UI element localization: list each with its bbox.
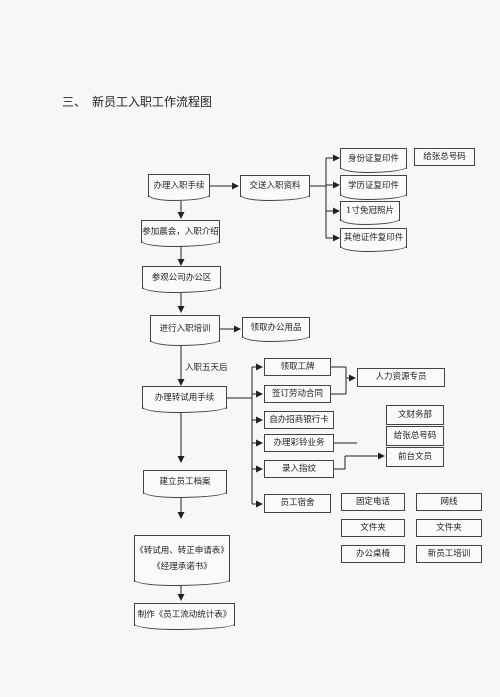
step-employee-file: 建立员工档案 — [143, 470, 227, 498]
step-morning-meeting: 参加晨会，入职介绍 — [141, 220, 220, 247]
step-label: 参加晨会，入职介绍 — [142, 226, 219, 237]
box-label: 给张总号码 — [393, 430, 437, 441]
doc-other-copies: 其他证件复印件 — [340, 228, 407, 252]
box-label: 新员工培训 — [427, 548, 471, 559]
box-label: 固定电话 — [355, 496, 390, 507]
hr-specialist-box: 人力资源专员 — [357, 368, 445, 387]
form-name: 《转试用、转正申请表》 — [135, 546, 229, 556]
dorm-item-folder-2: 文件夹 — [416, 519, 482, 537]
box-label: 办公桌椅 — [355, 548, 390, 559]
step-label: 进行入职培训 — [159, 323, 211, 334]
dorm-item-phone: 固定电话 — [341, 493, 405, 511]
dorm-item-network: 网线 — [416, 493, 482, 511]
step-label: 领取办公用品 — [250, 322, 302, 333]
form-name: 《经理承诺书》 — [152, 561, 212, 572]
step-turnover-statistics: 制作《员工流动统计表》 — [134, 603, 235, 630]
five-days-label: 入职五天后 — [185, 363, 228, 373]
section-number: 三、 — [62, 95, 87, 109]
box-label: 前台文员 — [397, 451, 432, 462]
doc-label: 学历证复印件 — [347, 180, 399, 191]
give-to-manager-box: 给张总号码 — [414, 148, 475, 166]
task-label: 自办招商银行卡 — [269, 414, 329, 425]
box-label: 网线 — [440, 496, 458, 507]
step-label: 交送入职资料 — [249, 181, 301, 192]
task-fingerprint: 录入指纹 — [264, 460, 334, 478]
submit-docs-box: 交送入职资料 — [240, 175, 310, 201]
task-label: 录入指纹 — [281, 463, 316, 474]
step-label: 建立员工档案 — [159, 477, 211, 488]
task-label: 领取工牌 — [280, 361, 315, 372]
task-bank-card: 自办招商银行卡 — [264, 411, 334, 429]
step-application-forms: 《转试用、转正申请表》 《经理承诺书》 — [134, 535, 230, 586]
task-badge: 领取工牌 — [264, 358, 331, 376]
task-label: 员工宿舍 — [280, 498, 315, 509]
dorm-item-new-hire-training: 新员工培训 — [416, 545, 482, 563]
step-onboarding-procedures: 办理入职手续 — [148, 174, 210, 201]
task-label: 签订劳动合同 — [271, 388, 323, 399]
box-label: 文件夹 — [360, 522, 386, 533]
bank-group-finance: 文财务部 — [386, 405, 444, 425]
step-label: 办理入职手续 — [153, 180, 205, 191]
step-label: 参观公司办公区 — [151, 272, 212, 283]
doc-label: 其他证件复印件 — [343, 233, 404, 244]
dorm-item-folder: 文件夹 — [341, 519, 405, 537]
doc-label: 身份证复印件 — [347, 153, 399, 164]
task-labor-contract: 签订劳动合同 — [264, 385, 331, 403]
box-label: 文件夹 — [436, 522, 462, 533]
box-label: 给张总号码 — [423, 151, 466, 162]
office-supplies-box: 领取办公用品 — [242, 317, 310, 342]
bank-group-reception: 前台文员 — [386, 447, 444, 467]
doc-id-copy: 身份证复印件 — [340, 148, 407, 173]
doc-photo: 1寸免冠照片 — [340, 201, 400, 225]
step-office-tour: 参观公司办公区 — [142, 266, 221, 293]
task-label: 办理彩铃业务 — [273, 437, 325, 448]
step-label: 办理转试用手续 — [154, 392, 215, 403]
task-dormitory: 员工宿舍 — [264, 494, 331, 513]
dorm-item-desk-chair: 办公桌椅 — [341, 545, 405, 563]
doc-diploma-copy: 学历证复印件 — [340, 175, 407, 200]
step-label: 制作《员工流动统计表》 — [137, 609, 232, 620]
bank-group-manager: 给张总号码 — [386, 426, 444, 446]
task-ringtone: 办理彩铃业务 — [264, 434, 334, 452]
box-label: 人力资源专员 — [375, 372, 427, 383]
box-label: 文财务部 — [397, 409, 432, 420]
doc-label: 1寸免冠照片 — [346, 206, 394, 217]
page-title: 新员工入职工作流程图 — [92, 95, 213, 109]
step-trial-procedures: 办理转试用手续 — [142, 386, 227, 413]
step-onboarding-training: 进行入职培训 — [150, 315, 220, 346]
